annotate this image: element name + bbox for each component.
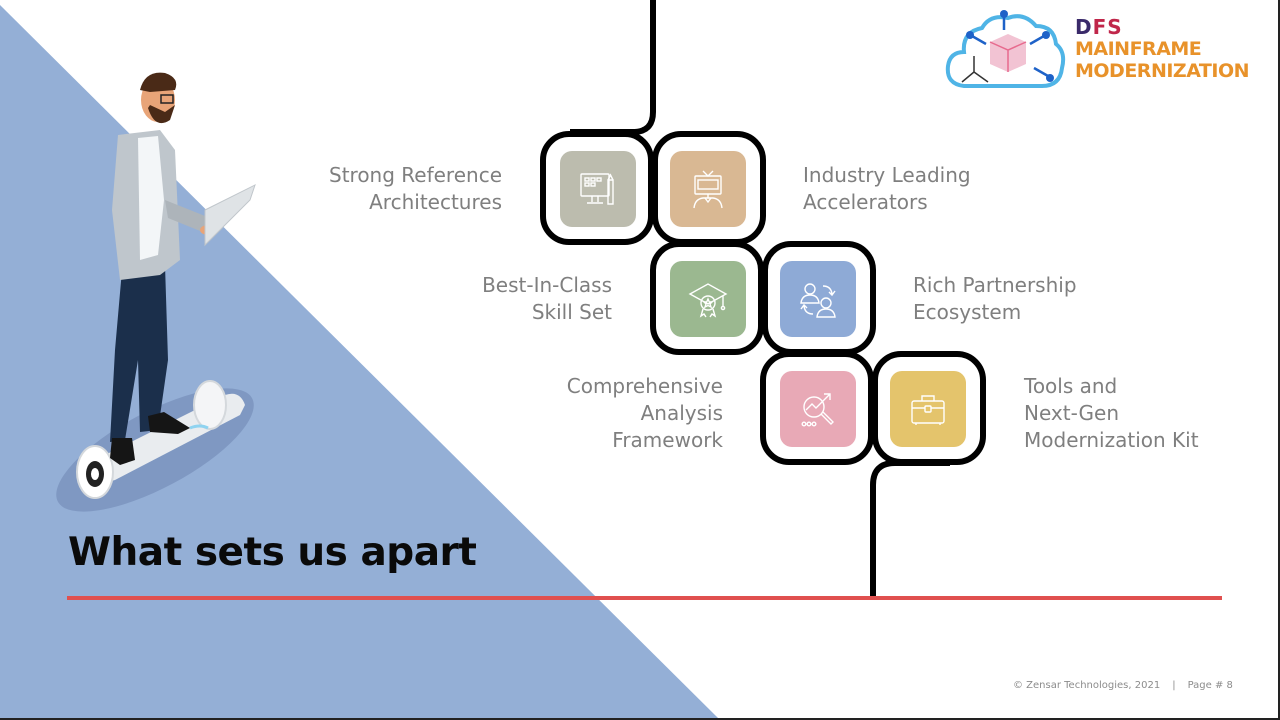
feature-label-line: Framework xyxy=(612,428,723,452)
person-hoverboard-illustration xyxy=(56,72,256,512)
title-underline xyxy=(67,596,1222,600)
frame-border-right xyxy=(1278,0,1280,720)
feature-label-modernization-kit: Tools and Next-Gen Modernization Kit xyxy=(1024,373,1199,454)
tv-head-person-icon xyxy=(693,170,723,209)
feature-label-line: Comprehensive xyxy=(566,374,723,398)
feature-tile-partnership xyxy=(780,261,856,337)
feature-tile-analysis-framework xyxy=(780,371,856,447)
feature-label-line: Accelerators xyxy=(803,190,928,214)
feature-label-line: Modernization Kit xyxy=(1024,428,1199,452)
feature-label-line: Strong Reference xyxy=(329,163,502,187)
slide-title: What sets us apart xyxy=(68,530,477,575)
graduation-cap-badge-icon xyxy=(688,283,728,318)
feature-label-partnership: Rich Partnership Ecosystem xyxy=(913,272,1077,326)
feature-tile-modernization-kit xyxy=(890,371,966,447)
logo-dfs-prefix: D xyxy=(1075,15,1093,39)
feature-label-line: Rich Partnership xyxy=(913,273,1077,297)
logo-dfs-rest: FS xyxy=(1092,15,1123,39)
feature-label-line: Next-Gen xyxy=(1024,401,1120,425)
feature-tile-skill-set xyxy=(670,261,746,337)
footer-separator: | xyxy=(1172,680,1176,691)
footer-copyright: © Zensar Technologies, 2021 xyxy=(1013,680,1161,691)
feature-label-analysis-framework: Comprehensive Analysis Framework xyxy=(567,373,723,454)
feature-label-line: Best-In-Class xyxy=(482,273,612,297)
feature-label-line: Ecosystem xyxy=(913,300,1022,324)
frame-border-bottom xyxy=(0,718,1280,720)
briefcase-icon xyxy=(911,395,945,425)
footer: © Zensar Technologies, 2021 | Page # 8 xyxy=(1013,680,1233,691)
feature-label-line: Analysis xyxy=(640,401,723,425)
logo-line-mainframe: MAINFRAME xyxy=(1075,38,1202,60)
logo-dfs: DFS xyxy=(1075,16,1249,38)
feature-label-skill-set: Best-In-Class Skill Set xyxy=(482,272,612,326)
monitor-design-icon xyxy=(580,173,614,205)
feature-label-line: Tools and xyxy=(1024,374,1118,398)
feature-label-accelerators: Industry Leading Accelerators xyxy=(803,162,971,216)
feature-tile-accelerators xyxy=(670,151,746,227)
analysis-magnifier-icon xyxy=(801,393,834,427)
people-exchange-icon xyxy=(800,283,836,318)
feature-tile-reference-architectures xyxy=(560,151,636,227)
cloud-cube-network-icon xyxy=(945,10,1066,88)
feature-label-line: Industry Leading xyxy=(803,163,971,187)
feature-label-line: Skill Set xyxy=(531,300,612,324)
feature-label-line: Architectures xyxy=(369,190,502,214)
logo-text: DFS MAINFRAME MODERNIZATION xyxy=(1075,16,1250,82)
logo-line-modernization: MODERNIZATION xyxy=(1075,60,1250,82)
feature-label-reference-architectures: Strong Reference Architectures xyxy=(329,162,502,216)
page-number: Page # 8 xyxy=(1187,680,1233,691)
